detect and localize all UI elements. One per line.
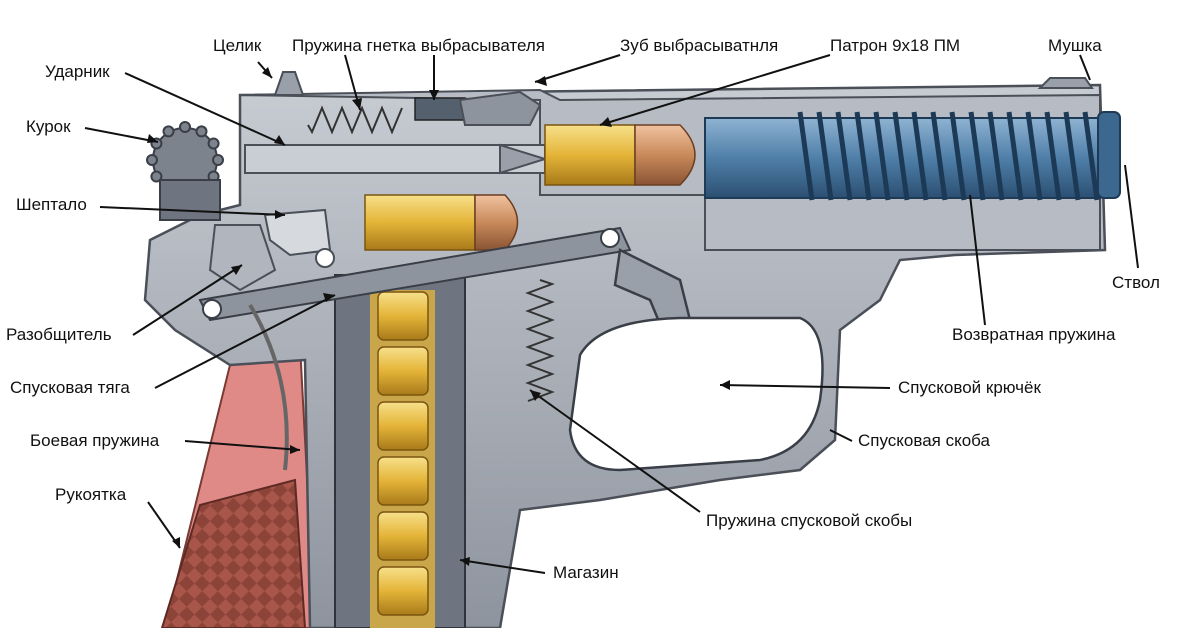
hammer-tooth: [150, 170, 163, 183]
recoil-spring-coil: [892, 111, 910, 201]
recoil-spring-coil: [1044, 111, 1062, 201]
extractor-spring-coil: [307, 105, 403, 135]
recoil-spring-coil: [835, 111, 853, 201]
sear-part: [263, 208, 332, 257]
label-recoil-spring: Возвратная пружина: [952, 325, 1116, 344]
front-sight: [1037, 77, 1094, 89]
label-extractor-spring: Пружина гнетка выбрасывателя: [292, 36, 546, 55]
hammer-tooth: [162, 125, 175, 138]
recoil-spring-coil: [949, 111, 967, 201]
hammer-tooth: [212, 154, 224, 166]
hammer-tooth: [179, 121, 191, 133]
label-trigger-guard-spring: Пружина спусковой скобы: [706, 511, 913, 530]
grip-panel: [160, 478, 307, 628]
mag-top-case: [364, 194, 476, 251]
recoil-spring-coil: [797, 111, 815, 201]
label-trigger-bar: Спусковая тяга: [10, 378, 130, 397]
hammer-tooth: [146, 154, 158, 166]
hammer-tooth: [207, 137, 220, 150]
recoil-spring-coil: [873, 111, 891, 201]
label-grip: Рукоятка: [55, 485, 127, 504]
label-cartridge: Патрон 9х18 ПМ: [830, 36, 961, 55]
label-sear: Шептало: [16, 195, 87, 214]
mag-top-bullet: [474, 194, 519, 251]
extractor: [458, 90, 542, 126]
label-magazine: Магазин: [553, 563, 619, 582]
label-mainspring: Боевая пружина: [30, 431, 160, 450]
recoil-spring-coil: [930, 111, 948, 201]
trigger-guard-opening: [568, 316, 824, 472]
label-trigger: Спусковой крючёк: [898, 378, 1041, 397]
label-front-sight: Мушка: [1048, 36, 1102, 55]
hammer-tooth: [195, 125, 208, 138]
magazine-cartridge: [377, 346, 429, 396]
magazine-cartridge: [377, 291, 429, 341]
chamber-case: [544, 124, 636, 186]
magazine-cartridge: [377, 511, 429, 561]
disconnector-part: [208, 224, 277, 292]
rear-sight: [273, 71, 305, 96]
magazine-cartridge: [377, 401, 429, 451]
recoil-spring-coil: [911, 111, 929, 201]
label-trigger-guard: Спусковая скоба: [858, 431, 990, 450]
recoil-spring-coil: [816, 111, 834, 201]
recoil-spring-coil: [968, 111, 986, 201]
barrel-muzzle: [1097, 111, 1121, 199]
label-barrel: Ствол: [1112, 273, 1160, 292]
label-celik: Целик: [213, 36, 262, 55]
recoil-spring-coil: [1025, 111, 1043, 201]
magazine-cartridge: [377, 456, 429, 506]
recoil-spring-coil: [1063, 111, 1081, 201]
extractor-spring: [307, 105, 403, 135]
magazine-cartridge: [377, 566, 429, 616]
chamber-bullet: [634, 124, 696, 186]
label-extractor-tooth: Зуб выбрасыватнля: [620, 36, 779, 55]
trigger-guard-spring: [525, 279, 555, 402]
trigger-guard-spring-coil: [525, 279, 555, 402]
label-disconnector: Разобщитель: [6, 325, 112, 344]
recoil-spring: [797, 111, 1100, 201]
extractor-plunger: [414, 97, 466, 121]
recoil-spring-coil: [987, 111, 1005, 201]
label-hammer: Курок: [26, 117, 71, 136]
label-striker: Ударник: [45, 62, 110, 81]
recoil-spring-coil: [1006, 111, 1024, 201]
magazine-cartridges: [377, 291, 429, 616]
recoil-spring-coil: [1082, 111, 1100, 201]
recoil-spring-coil: [854, 111, 872, 201]
